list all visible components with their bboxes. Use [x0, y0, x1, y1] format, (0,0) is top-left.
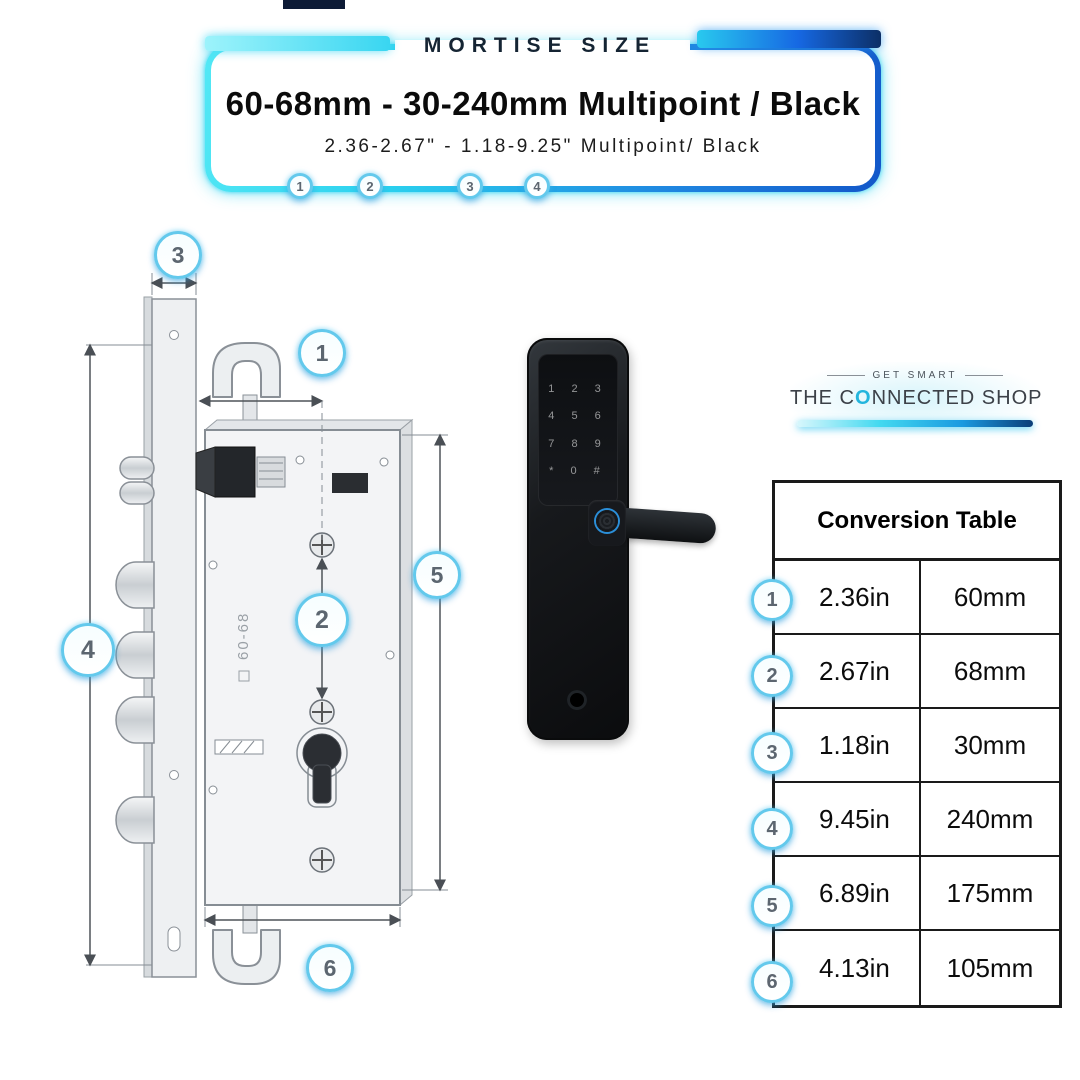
- mm-cell: 240mm: [946, 803, 1034, 834]
- table-badge-2: 2: [751, 655, 793, 697]
- cross-screw-bottom: [309, 847, 335, 873]
- table-row: 6.89in 175mm: [775, 857, 1059, 931]
- smart-lock-product: 1 2 3 4 5 6 7 8 9 * 0 #: [527, 338, 717, 740]
- inches-cell: 2.36in: [775, 561, 921, 633]
- inches-cell: 6.89in: [775, 857, 921, 929]
- inches-cell: 4.13in: [775, 931, 921, 1005]
- accent-bar-left: [205, 36, 390, 51]
- size-banner-inner: 60-68mm - 30-240mm Multipoint / Black 2.…: [211, 50, 875, 186]
- tagline-rule-left: [826, 375, 865, 376]
- callout-badge-4: 4: [61, 623, 115, 677]
- table-badge-5: 5: [751, 885, 793, 927]
- conversion-table-title: Conversion Table: [775, 483, 1059, 561]
- mm-cell: 68mm: [953, 655, 1027, 686]
- banner-badge-4: 4: [524, 173, 550, 199]
- size-banner: 60-68mm - 30-240mm Multipoint / Black 2.…: [205, 44, 881, 192]
- bottom-hook-bolt: [212, 902, 281, 985]
- inches-cell: 9.45in: [775, 783, 921, 855]
- keypad-row: * 0 #: [549, 464, 607, 477]
- callout-badge-1: 1: [298, 329, 346, 377]
- table-row: 2.67in 68mm: [775, 635, 1059, 709]
- brand-underline: [797, 420, 1033, 427]
- table-badge-6: 6: [751, 961, 793, 1003]
- keypad-row: 1 2 3: [548, 383, 608, 396]
- table-badge-3: 3: [751, 732, 793, 774]
- banner-badge-3: 3: [457, 173, 483, 199]
- callout-badge-3: 3: [154, 231, 202, 279]
- callout-badge-5: 5: [413, 551, 461, 599]
- mm-cell: 60mm: [953, 581, 1027, 612]
- conversion-table: Conversion Table 2.36in 60mm 2.67in 68mm…: [772, 480, 1062, 1008]
- keypad-row: 4 5 6: [548, 410, 608, 423]
- power-o-icon: O: [855, 387, 872, 409]
- table-row: 2.36in 60mm: [775, 561, 1059, 635]
- table-row: 1.18in 30mm: [775, 709, 1059, 783]
- top-decoration: [283, 0, 345, 9]
- mortise-lock-diagram: 60-68: [84, 273, 448, 985]
- cross-screw-top: [309, 532, 335, 558]
- banner-top-mask: [395, 40, 690, 54]
- lock-case: 60-68: [195, 418, 414, 907]
- euro-cylinder-keyhole: [296, 727, 348, 808]
- brand-logo: GET SMART THE CONNECTED SHOP: [790, 362, 1043, 435]
- inches-cell: 1.18in: [775, 709, 921, 781]
- table-badge-1: 1: [751, 579, 793, 621]
- tagline-rule-right: [965, 375, 1004, 376]
- mm-cell: 30mm: [953, 729, 1027, 760]
- brand-name-left: THE C: [790, 387, 855, 409]
- case-engraving: 60-68: [235, 612, 252, 660]
- banner-badge-2: 2: [357, 173, 383, 199]
- brand-name: THE CONNECTED SHOP: [790, 387, 1043, 410]
- keypad-row: 7 8 9: [548, 437, 608, 450]
- mm-cell: 105mm: [946, 952, 1034, 983]
- brand-name-right: NNECTED SHOP: [871, 387, 1043, 409]
- table-row: 4.13in 105mm: [775, 931, 1059, 1005]
- cross-screw-mid: [309, 699, 335, 725]
- page-title: MORTISE SIZE: [423, 34, 657, 57]
- callout-badge-2: 2: [295, 593, 349, 647]
- table-row: 9.45in 240mm: [775, 783, 1059, 857]
- inches-cell: 2.67in: [775, 635, 921, 707]
- deadbolt-cylinders: [115, 456, 155, 844]
- banner-badge-1: 1: [287, 173, 313, 199]
- size-banner-subtitle: 2.36-2.67" - 1.18-9.25" Multipoint/ Blac…: [324, 135, 762, 157]
- brand-tagline: GET SMART: [872, 370, 958, 381]
- keypad-screen: 1 2 3 4 5 6 7 8 9 * 0 #: [538, 354, 618, 506]
- size-banner-title: 60-68mm - 30-240mm Multipoint / Black: [225, 84, 861, 122]
- callout-badge-6: 6: [306, 944, 354, 992]
- fingerprint-sensor: [596, 510, 618, 532]
- table-badge-4: 4: [751, 808, 793, 850]
- mm-cell: 175mm: [946, 877, 1034, 908]
- lock-keyhole: [567, 690, 587, 710]
- accent-bar-right: [697, 30, 881, 48]
